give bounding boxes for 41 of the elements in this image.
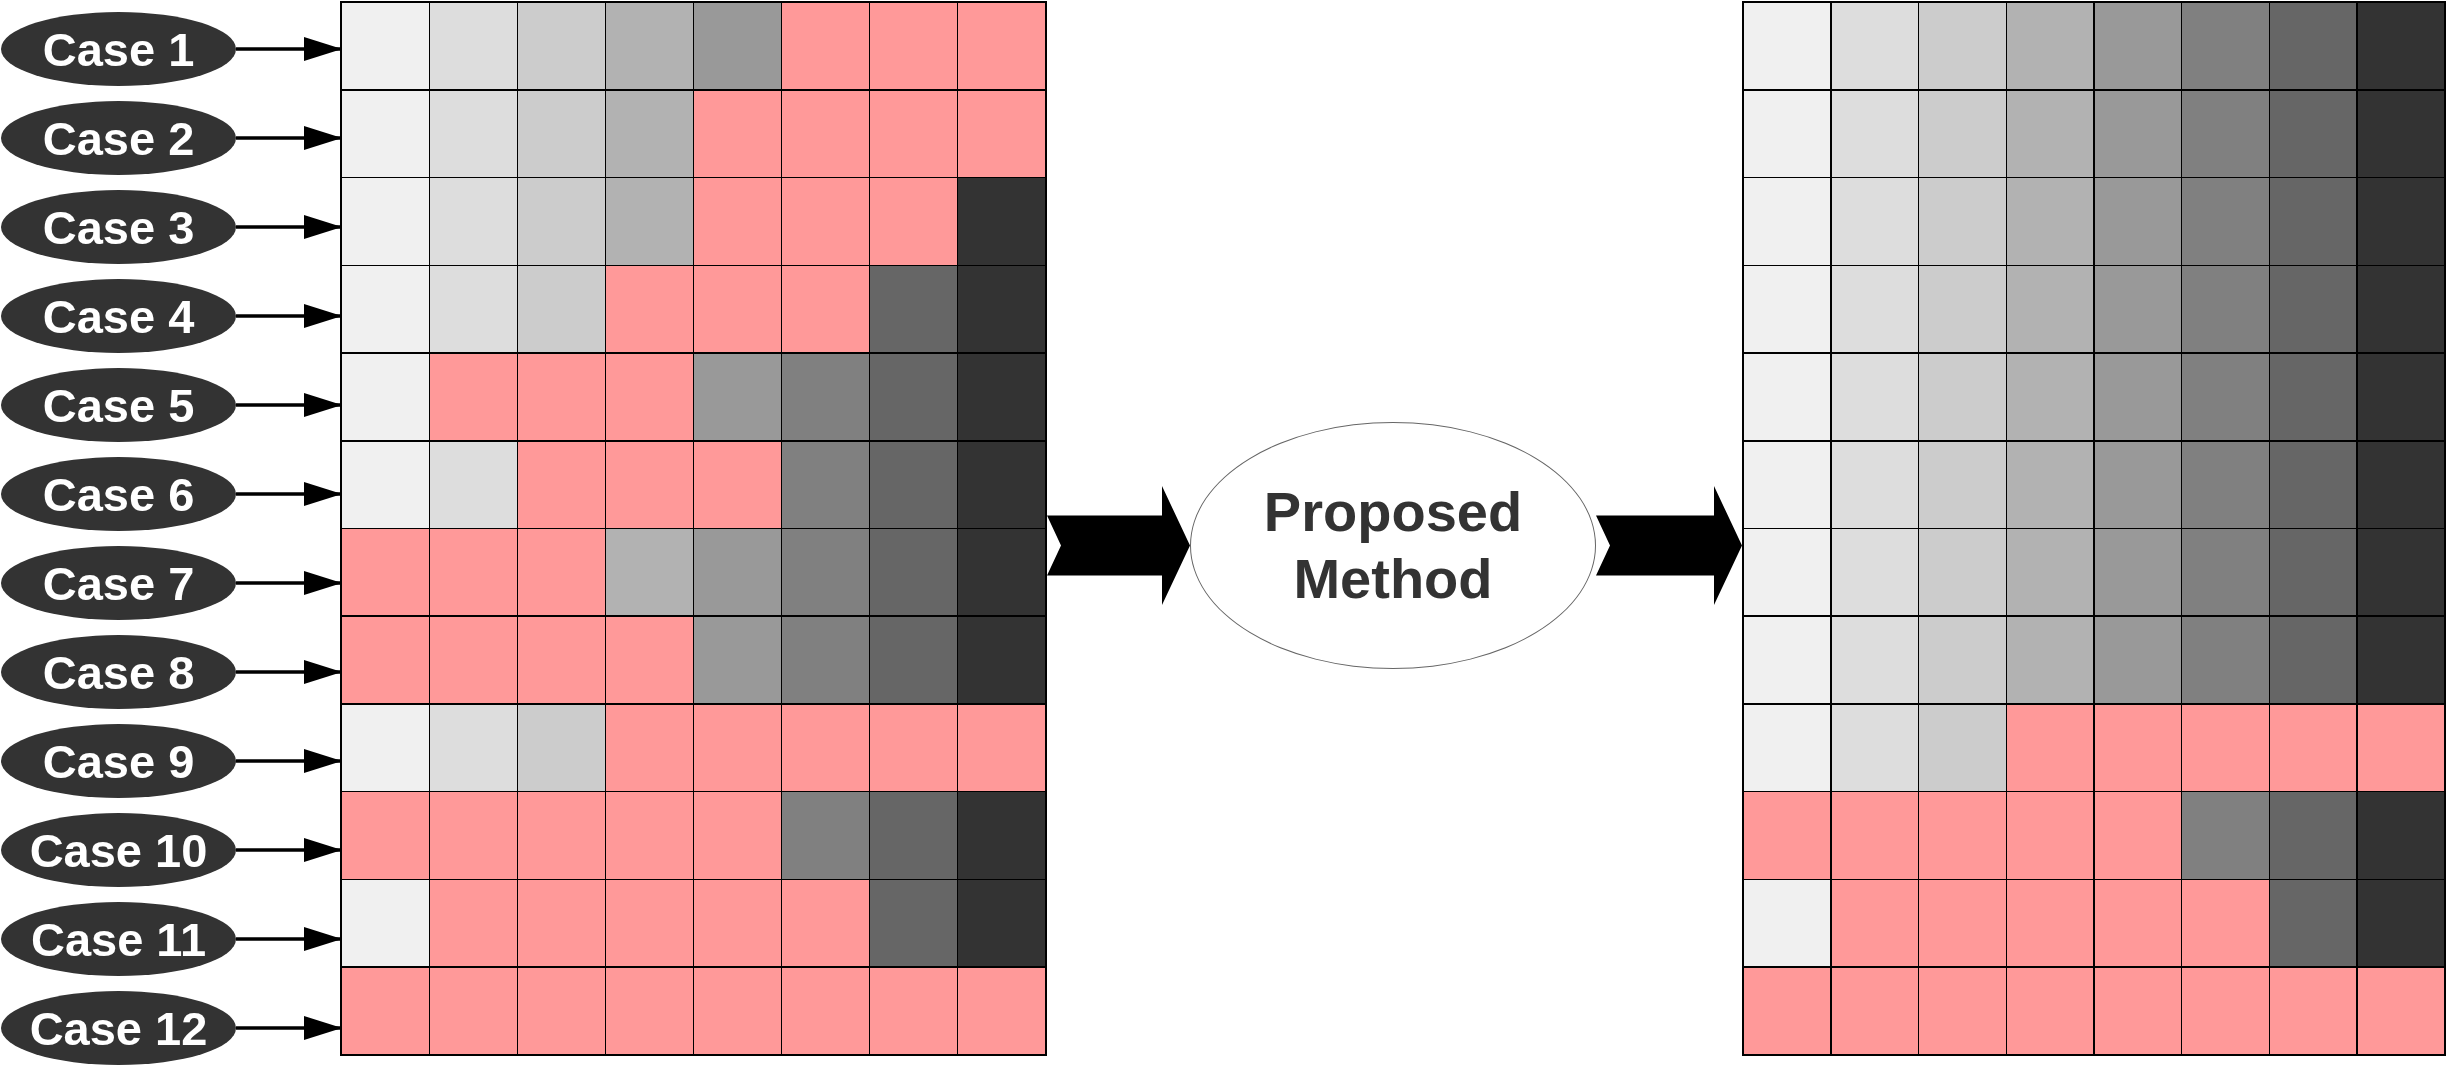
grid-row [342, 616, 1045, 704]
grid-row [342, 178, 1045, 265]
arrow [236, 749, 342, 773]
case-label: Case 9 [42, 737, 195, 785]
case-label: Case 10 [29, 826, 208, 874]
case-label: Case 4 [42, 292, 195, 340]
case-label: Case 7 [42, 559, 195, 607]
arrow [236, 927, 342, 951]
arrow [236, 126, 342, 150]
method-label: Proposed Method [1262, 479, 1524, 612]
grid-row [342, 266, 1045, 353]
arrow [236, 1016, 342, 1040]
grid-row [342, 353, 1045, 440]
arrow [236, 660, 342, 684]
case-label: Case 5 [42, 381, 195, 429]
grid-row [342, 529, 1045, 616]
arrow [236, 304, 342, 328]
cell-grid [340, 1, 1047, 1056]
case-label: Case 2 [42, 114, 195, 162]
arrow [236, 215, 342, 239]
grid-row [342, 704, 1045, 791]
arrow [236, 571, 342, 595]
case-label: Case 6 [42, 470, 195, 518]
arrow [236, 482, 342, 506]
case-label: Case 12 [29, 1004, 208, 1052]
case-label: Case 11 [30, 915, 207, 963]
grid-row [342, 90, 1045, 177]
chevron-arrow [1596, 486, 1742, 605]
arrow [236, 393, 342, 417]
grid-row [342, 880, 1045, 967]
case-label: Case 8 [42, 648, 195, 696]
grid-row [342, 967, 1045, 1054]
case-label: Case 1 [42, 25, 195, 73]
cell-grid [1742, 1, 2446, 1056]
arrow [236, 838, 342, 862]
grid-row [342, 441, 1045, 528]
grid-row [342, 3, 1045, 90]
case-label: Case 3 [42, 203, 195, 251]
grid-row [342, 792, 1045, 879]
arrow [236, 37, 342, 61]
chevron-arrow [1047, 486, 1190, 605]
